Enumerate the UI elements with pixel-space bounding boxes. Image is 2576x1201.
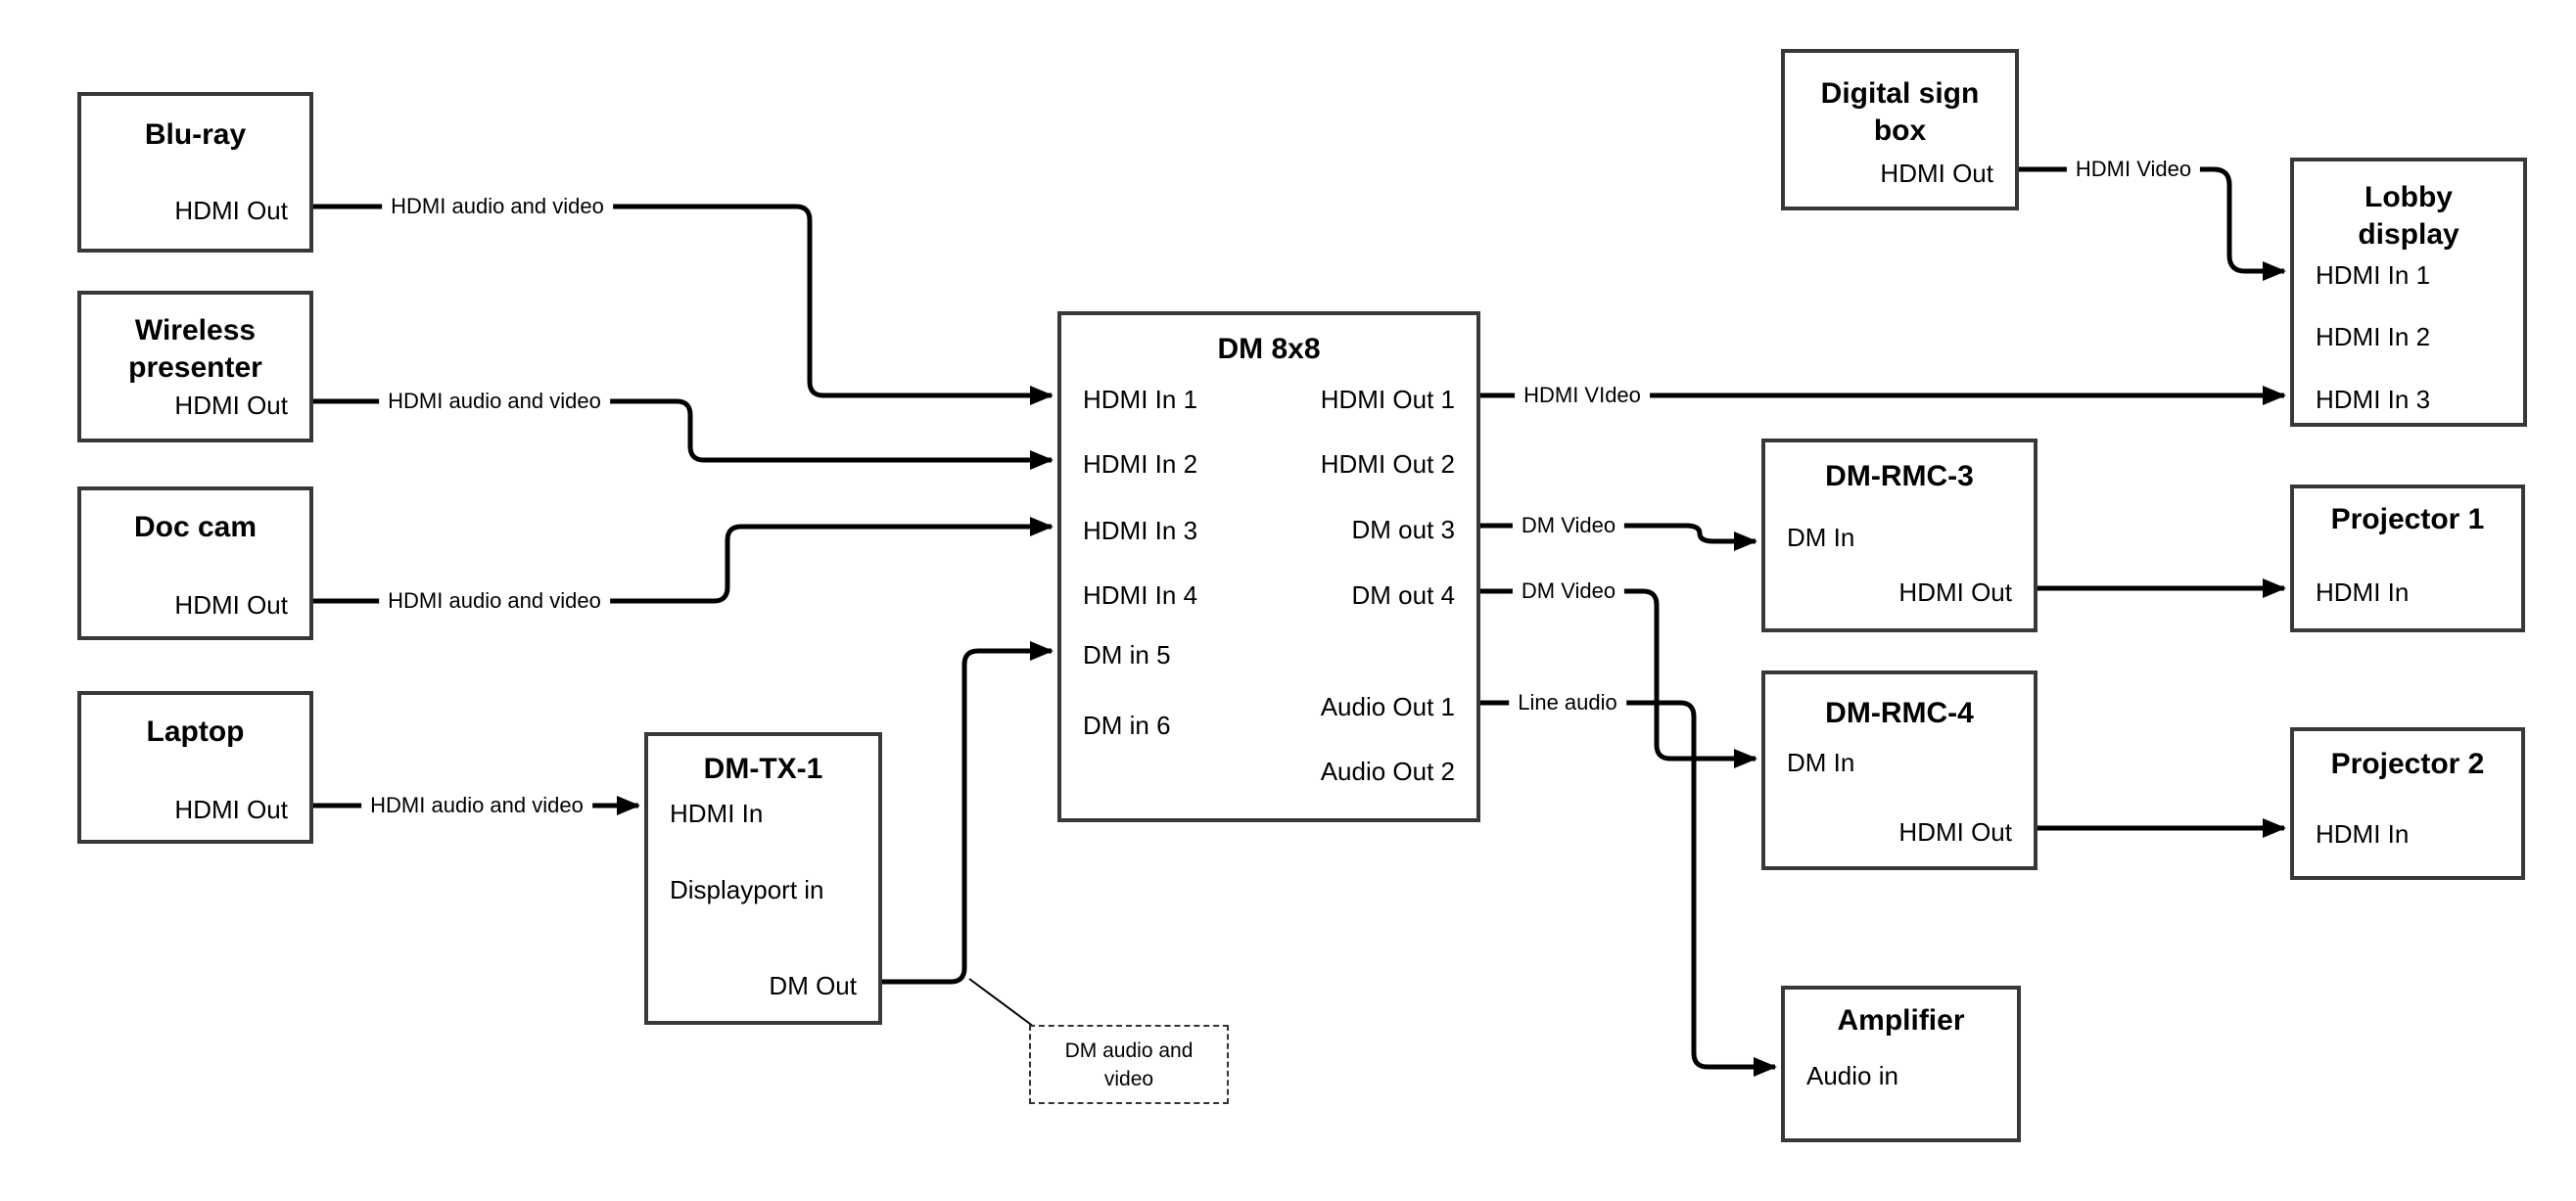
- port-displayport-in: Displayport in: [670, 875, 824, 904]
- port-hdmi-in-3: HDMI In 3: [1083, 516, 1198, 545]
- node-laptop: Laptop HDMI Out: [77, 691, 313, 844]
- node-title: Wireless presenter: [128, 314, 262, 384]
- port-hdmi-out-1: HDMI Out 1: [1320, 385, 1455, 414]
- node-title: Doc cam: [133, 511, 258, 543]
- wire-doccam-to-dm8x8-in3: [313, 517, 1054, 604]
- port-hdmi-in-2: HDMI In 2: [1083, 449, 1198, 479]
- wire-signbox-to-lobby-in1: [2019, 166, 2286, 281]
- port-hdmi-in: HDMI In: [670, 799, 764, 828]
- node-title: Amplifier: [1837, 1004, 1965, 1037]
- wire-label-laptop: HDMI audio and video: [361, 791, 592, 820]
- callout-leader-line: [968, 978, 1035, 1028]
- node-title: DM-TX-1: [703, 753, 823, 785]
- wire-label-bluray: HDMI audio and video: [382, 192, 613, 221]
- port-audio-out-1: Audio Out 1: [1320, 692, 1455, 721]
- port-dm-in: DM In: [1787, 523, 1855, 552]
- node-dm-rmc-3: DM-RMC-3 DM In HDMI Out: [1761, 439, 2037, 632]
- port-audio-out-2: Audio Out 2: [1320, 757, 1455, 786]
- port-dm-out-3: DM out 3: [1351, 515, 1456, 544]
- port-hdmi-out: HDMI Out: [174, 795, 288, 824]
- node-dm-8x8: DM 8x8 HDMI In 1 HDMI In 2 HDMI In 3 HDM…: [1057, 311, 1480, 822]
- node-amplifier: Amplifier Audio in: [1781, 986, 2021, 1142]
- node-title: Projector 1: [2330, 503, 2485, 535]
- port-hdmi-out: HDMI Out: [174, 590, 288, 620]
- port-hdmi-in-2: HDMI In 2: [2316, 322, 2431, 351]
- node-title: Lobby display: [2358, 181, 2459, 251]
- port-hdmi-out: HDMI Out: [1898, 817, 2012, 847]
- port-dm-in: DM In: [1787, 748, 1855, 777]
- wire-label-audio-out-1: Line audio: [1509, 688, 1626, 717]
- wire-label-hdmi-out-1: HDMI VIdeo: [1515, 381, 1650, 410]
- wire-wireless-to-dm8x8-in2: [312, 398, 1054, 470]
- node-dm-rmc-4: DM-RMC-4 DM In HDMI Out: [1761, 670, 2037, 870]
- port-hdmi-in: HDMI In: [2316, 819, 2410, 849]
- node-lobby-display: Lobby display HDMI In 1 HDMI In 2 HDMI I…: [2290, 158, 2527, 427]
- port-hdmi-in-1: HDMI In 1: [2316, 260, 2431, 290]
- node-projector-2: Projector 2 HDMI In: [2290, 727, 2525, 880]
- node-digital-sign-box: Digital sign box HDMI Out: [1781, 49, 2019, 210]
- port-hdmi-in-4: HDMI In 4: [1083, 580, 1198, 610]
- port-audio-in: Audio in: [1806, 1061, 1898, 1090]
- node-dm-tx-1: DM-TX-1 HDMI In Displayport in DM Out: [644, 732, 882, 1025]
- port-hdmi-out-2: HDMI Out 2: [1320, 449, 1455, 479]
- node-title: DM-RMC-4: [1825, 697, 1974, 729]
- wire-dm8x8-out3-to-dmrmc3: [1480, 523, 1757, 551]
- node-wireless-presenter: Wireless presenter HDMI Out: [77, 291, 313, 442]
- wire-dm8x8-aout1-to-amp: [1480, 700, 1777, 1077]
- node-projector-1: Projector 1 HDMI In: [2290, 485, 2525, 632]
- port-hdmi-out: HDMI Out: [1898, 577, 2012, 607]
- node-title: Blu-ray: [144, 118, 247, 151]
- port-hdmi-out: HDMI Out: [174, 391, 288, 420]
- node-bluray: Blu-ray HDMI Out: [77, 92, 313, 253]
- wire-bluray-to-dm8x8-in1: [312, 204, 1054, 405]
- port-hdmi-in-1: HDMI In 1: [1083, 385, 1198, 414]
- node-doc-cam: Doc cam HDMI Out: [77, 486, 313, 640]
- node-title: DM 8x8: [1217, 333, 1321, 365]
- port-hdmi-out: HDMI Out: [1880, 159, 1993, 188]
- wire-dm8x8-out4-to-dmrmc4: [1480, 588, 1757, 768]
- wire-label-dm-out-3: DM Video: [1512, 511, 1625, 540]
- wire-label-dm-out-4: DM Video: [1512, 577, 1625, 606]
- wire-label-signbox: HDMI Video: [2066, 155, 2201, 184]
- port-dm-in-6: DM in 6: [1083, 711, 1171, 740]
- callout-dm-audio-video: DM audio and video: [1029, 1025, 1229, 1104]
- port-hdmi-in: HDMI In: [2316, 577, 2410, 607]
- node-title: Digital sign box: [1820, 77, 1980, 147]
- port-dm-in-5: DM in 5: [1083, 640, 1171, 670]
- node-title: Projector 2: [2330, 748, 2485, 780]
- port-hdmi-out: HDMI Out: [174, 196, 288, 225]
- wire-dmtx1-to-dm8x8-in5: [882, 641, 1054, 985]
- port-hdmi-in-3: HDMI In 3: [2316, 385, 2431, 414]
- port-dm-out: DM Out: [769, 971, 857, 1000]
- node-title: Laptop: [146, 716, 245, 748]
- port-dm-out-4: DM out 4: [1351, 580, 1456, 610]
- wire-label-wireless: HDMI audio and video: [379, 387, 610, 416]
- wire-label-doccam: HDMI audio and video: [379, 586, 610, 616]
- node-title: DM-RMC-3: [1825, 460, 1974, 492]
